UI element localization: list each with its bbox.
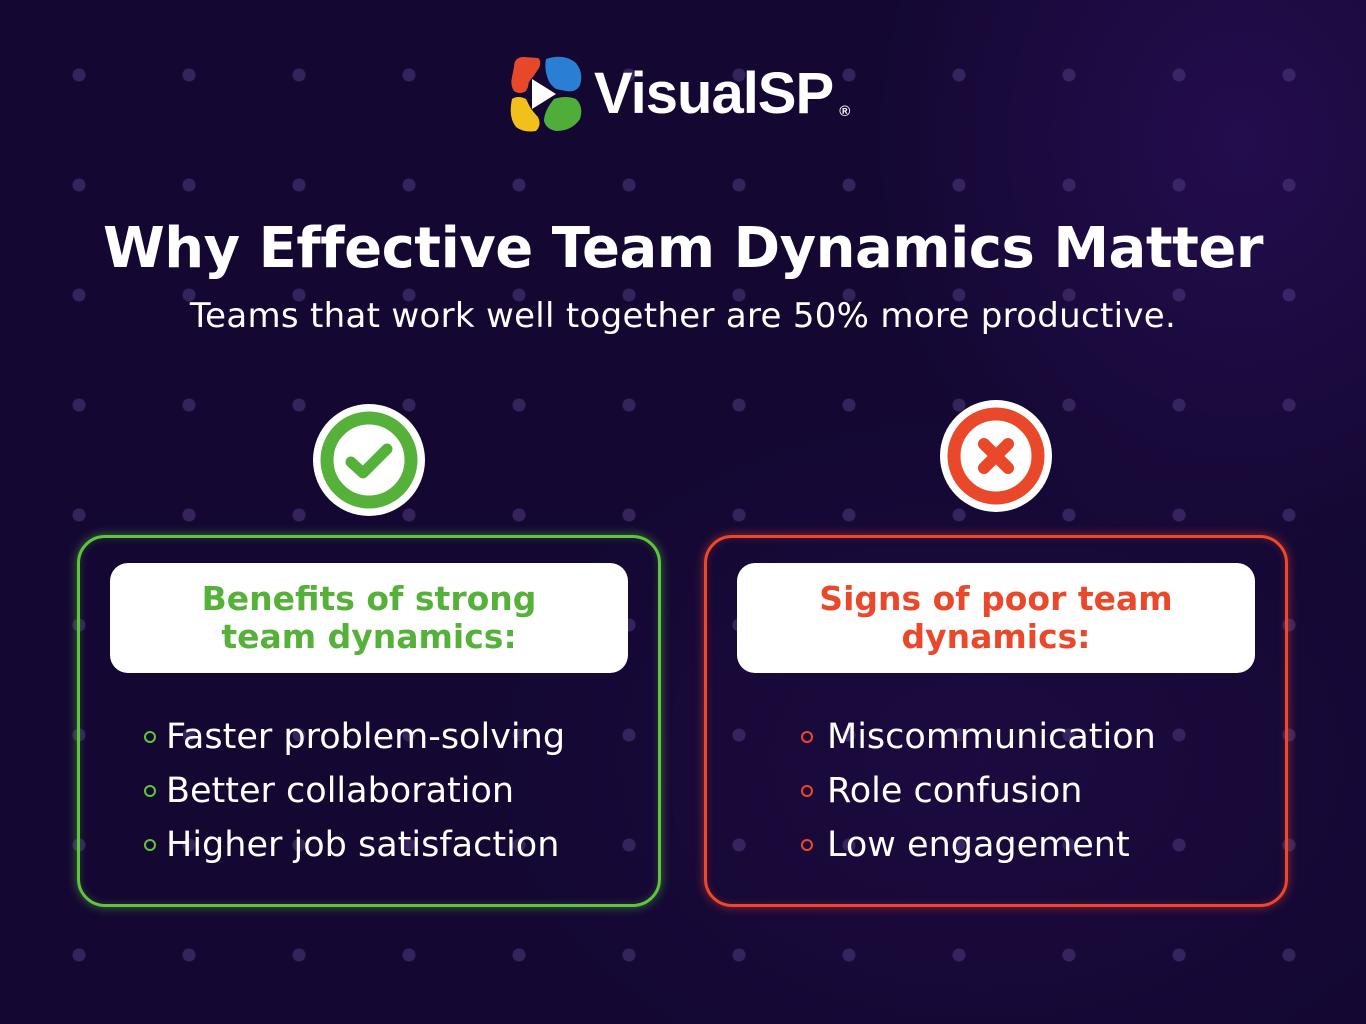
benefits-heading: Benefits of strong team dynamics: — [110, 563, 628, 673]
brand-name: VisualSP — [594, 61, 834, 126]
check-badge — [313, 404, 425, 516]
list-item-text: Role confusion — [827, 771, 1083, 811]
page-subtitle: Teams that work well together are 50% mo… — [189, 296, 1177, 336]
list-item-text: Higher job satisfaction — [166, 825, 560, 865]
list-item-text: Low engagement — [827, 825, 1130, 865]
poor-signs-list: Miscommunication Role confusion Low enga… — [801, 710, 1156, 872]
circle-bullet-icon — [144, 731, 156, 743]
poor-signs-panel: Signs of poor team dynamics: Miscommunic… — [704, 535, 1288, 907]
circle-bullet-icon — [801, 839, 813, 851]
list-item: Low engagement — [801, 818, 1156, 872]
circle-bullet-icon — [801, 785, 813, 797]
x-circle-icon — [947, 407, 1045, 505]
list-item: Faster problem-solving — [144, 710, 565, 764]
list-item: Miscommunication — [801, 710, 1156, 764]
circle-bullet-icon — [144, 839, 156, 851]
list-item: Better collaboration — [144, 764, 565, 818]
list-item-text: Faster problem-solving — [166, 717, 566, 757]
circle-bullet-icon — [144, 785, 156, 797]
benefits-list: Faster problem-solving Better collaborat… — [144, 710, 565, 872]
check-circle-icon — [320, 411, 418, 509]
circle-bullet-icon — [801, 731, 813, 743]
benefits-panel: Benefits of strong team dynamics: Faster… — [77, 535, 661, 907]
registered-mark: ® — [839, 102, 851, 120]
list-item: Role confusion — [801, 764, 1156, 818]
list-item-text: Miscommunication — [827, 717, 1156, 757]
poor-signs-heading: Signs of poor team dynamics: — [737, 563, 1255, 673]
x-badge — [940, 400, 1052, 512]
list-item-text: Better collaboration — [166, 771, 515, 811]
brand-logo: VisualSP ® — [508, 54, 850, 134]
page-title: Why Effective Team Dynamics Matter — [103, 216, 1263, 281]
list-item: Higher job satisfaction — [144, 818, 565, 872]
visualsp-logo-icon — [508, 55, 584, 133]
